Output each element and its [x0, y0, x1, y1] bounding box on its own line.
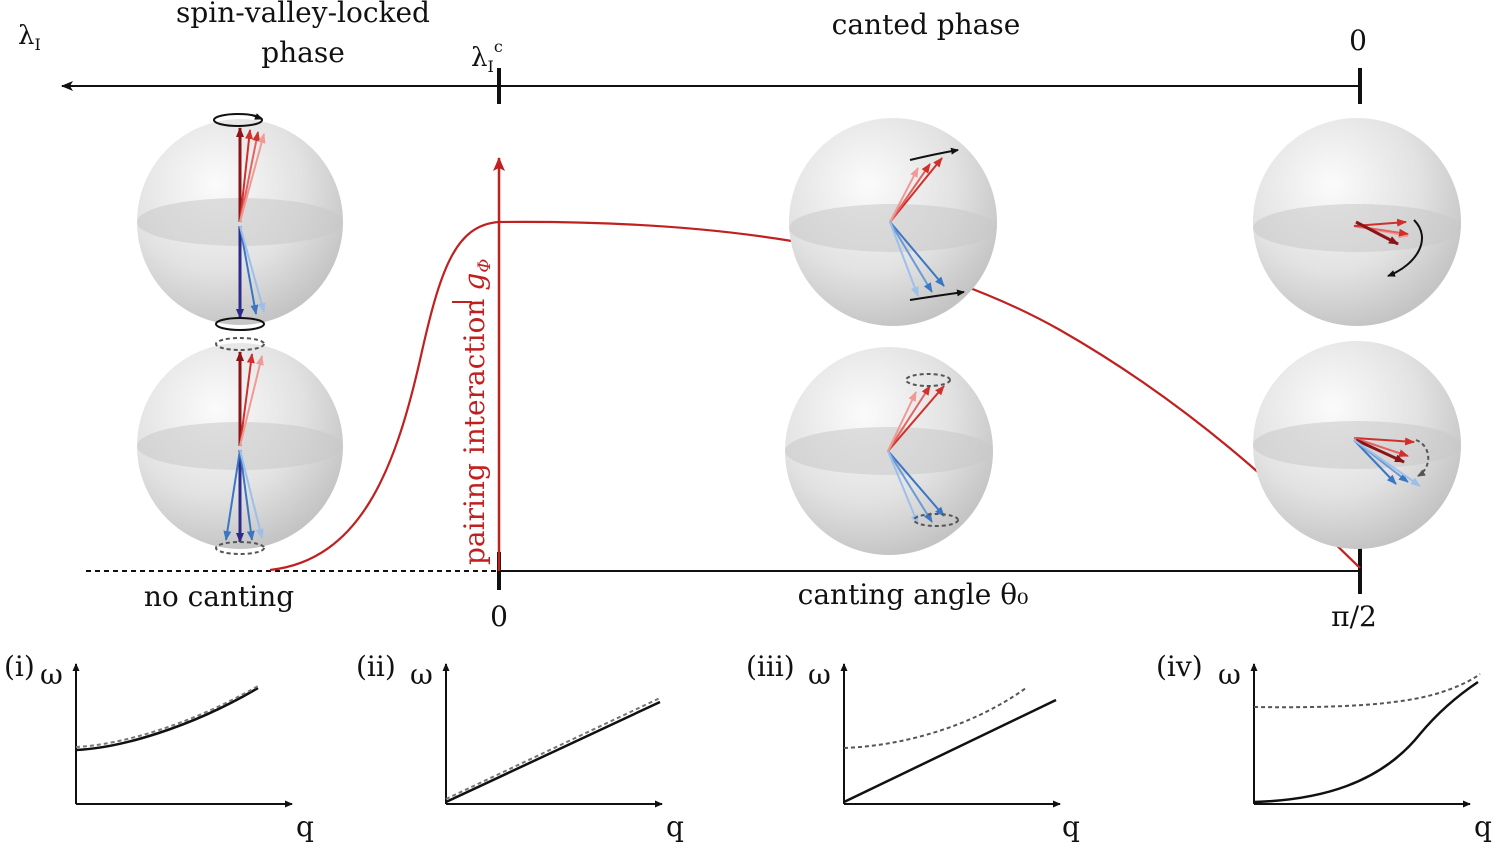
- panel-iii-q: q: [1062, 810, 1080, 843]
- panel-ii-tag: (ii): [356, 650, 396, 683]
- sphere-planar-top: [1253, 118, 1461, 326]
- spin-valley-locked-phase-label-2: phase: [261, 36, 345, 69]
- panel-iv-q: q: [1474, 810, 1492, 843]
- sphere-canted-bottom: [785, 347, 993, 555]
- lambda-axis-label: λI: [18, 21, 41, 54]
- panel-i-omega: ω: [40, 658, 63, 691]
- pairing-axis-label: pairing interactiongΦ: [458, 259, 495, 565]
- panel-ii-q: q: [666, 810, 684, 843]
- spin-valley-locked-phase-label: spin-valley-locked: [176, 0, 430, 29]
- sphere-svl-bottom: [137, 337, 343, 555]
- canting-angle-label: canting angle θ₀: [798, 578, 1029, 611]
- panel-ii-omega: ω: [410, 658, 433, 691]
- panel-ii: [442, 663, 663, 808]
- sphere-canted-top: [789, 118, 997, 326]
- panel-iv-omega: ω: [1218, 658, 1241, 691]
- panel-i-q: q: [296, 810, 314, 843]
- canting-end-label: π/2: [1331, 600, 1377, 633]
- canting-zero-label: 0: [490, 600, 508, 633]
- panel-iii-tag: (iii): [746, 650, 795, 683]
- no-canting-label: no canting: [144, 580, 294, 613]
- panel-iii: [840, 663, 1061, 808]
- canted-phase-label: canted phase: [832, 8, 1021, 41]
- sphere-svl-top: [137, 113, 343, 331]
- sphere-planar-bottom: [1253, 341, 1461, 549]
- lambda-axis: [61, 68, 1362, 104]
- lambda-critical-label: λIc: [471, 37, 503, 76]
- panel-iv-tag: (iv): [1156, 650, 1203, 683]
- lambda-zero-label: 0: [1349, 24, 1367, 57]
- pairing-curve: [269, 220, 1361, 572]
- panel-iii-omega: ω: [808, 658, 831, 691]
- panel-i-tag: (i): [4, 650, 35, 683]
- panel-iv: [1250, 663, 1481, 808]
- panel-i: [72, 663, 293, 808]
